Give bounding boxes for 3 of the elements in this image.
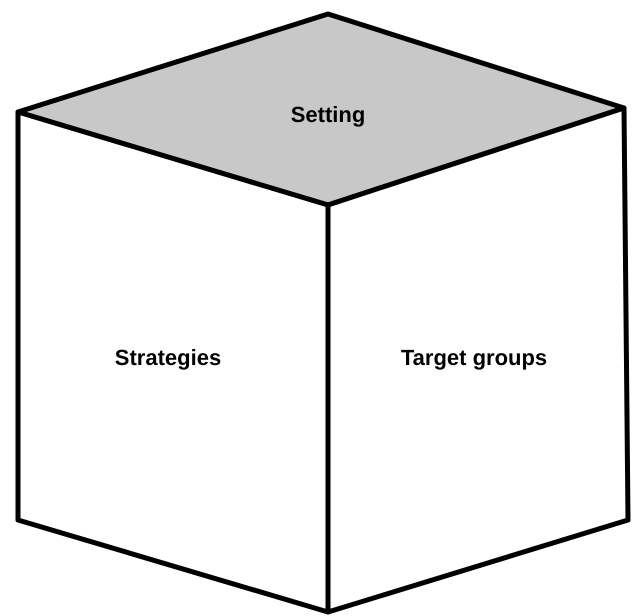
face-label: Strategies [114, 345, 222, 371]
face-label: Target groups [400, 345, 548, 371]
face-label: Setting [290, 102, 366, 128]
